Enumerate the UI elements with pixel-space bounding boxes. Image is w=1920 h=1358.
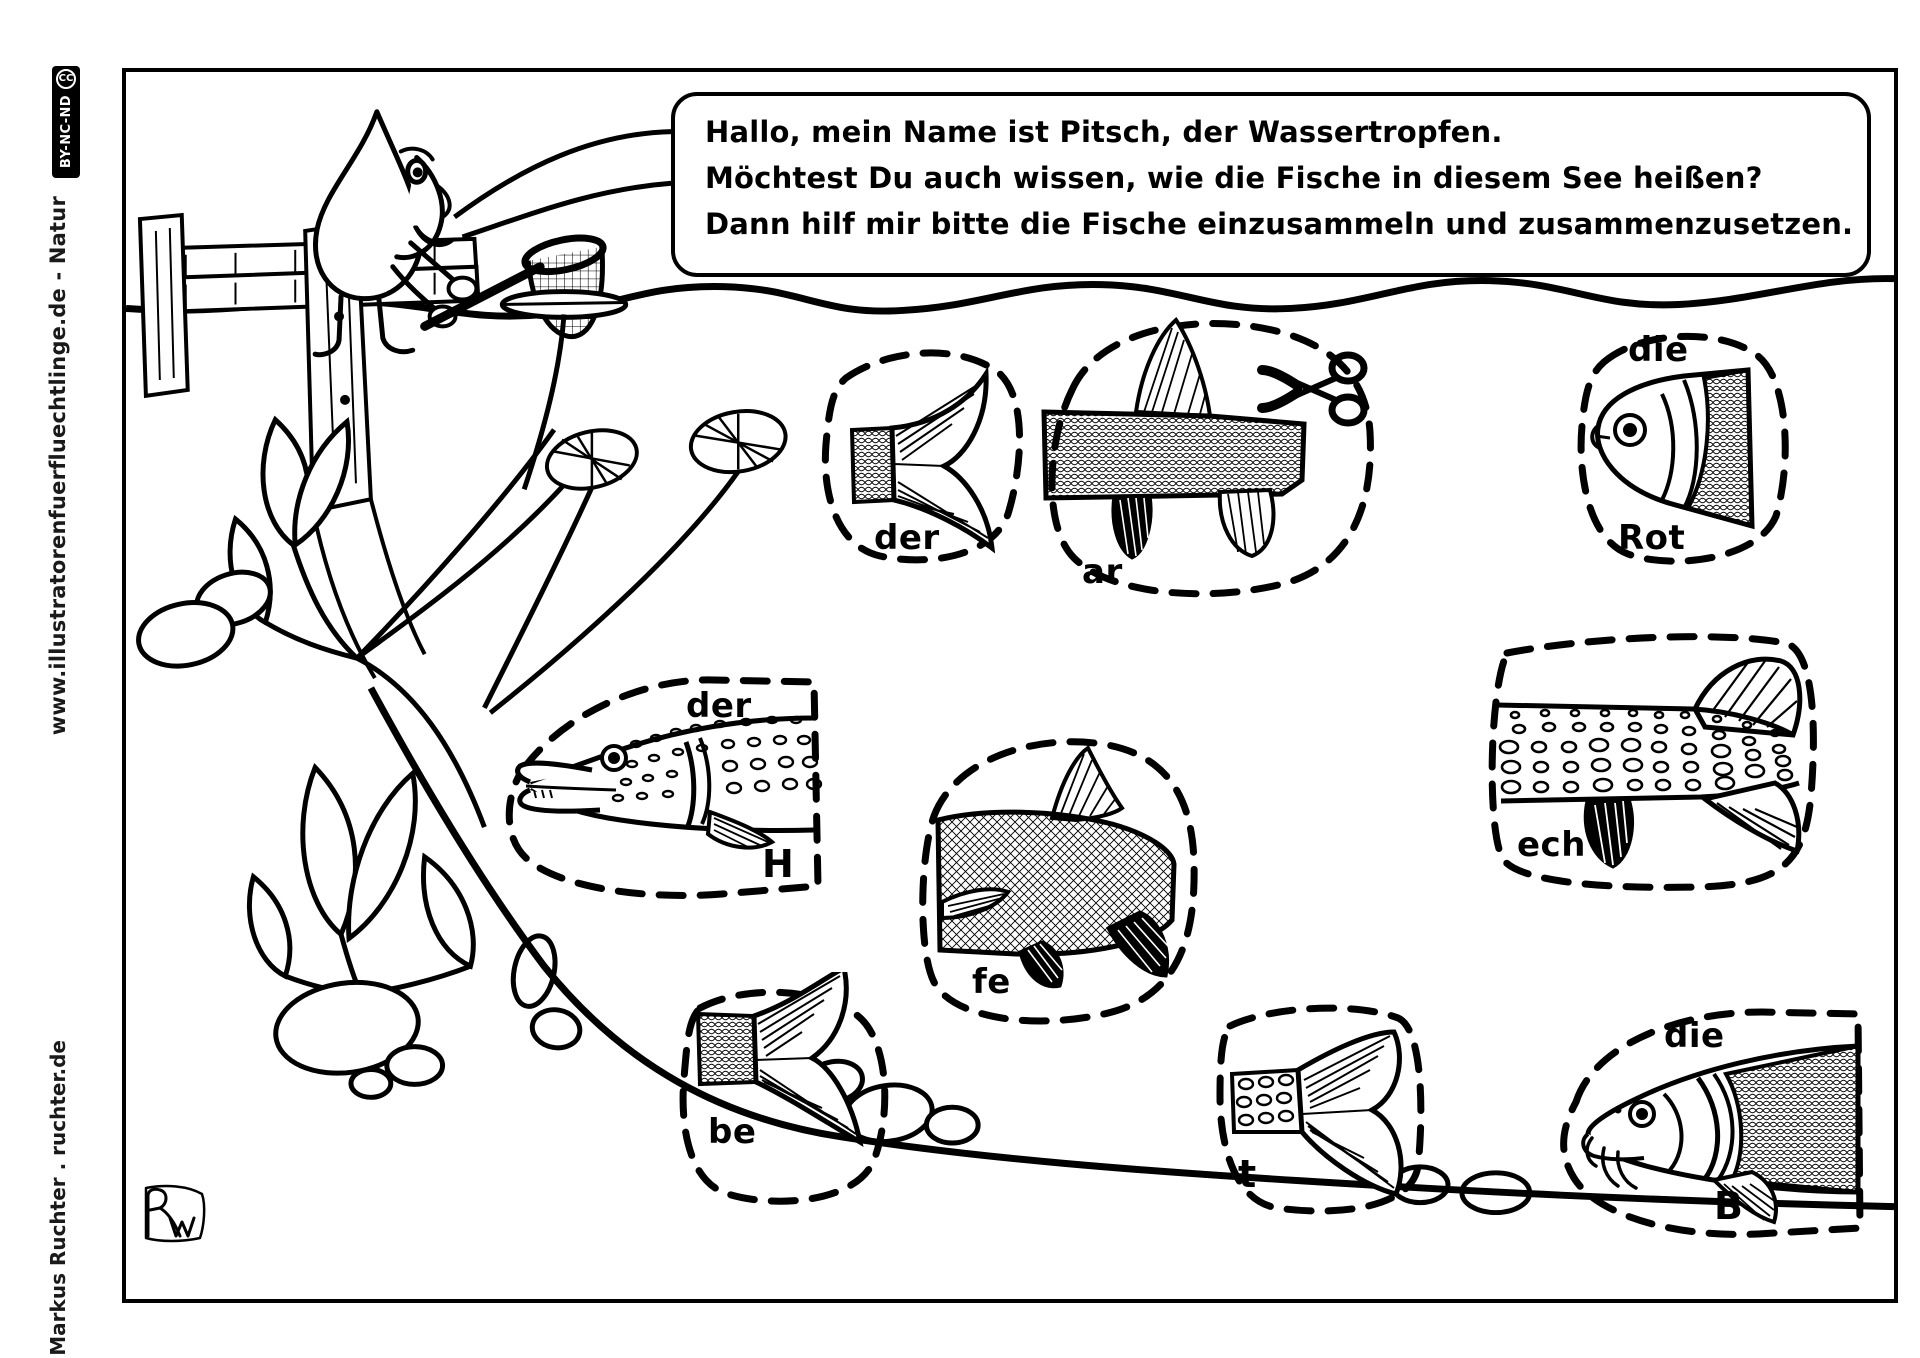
carp-head-drawing (1581, 1043, 1861, 1225)
piece-label-fe: fe (972, 962, 1011, 1002)
pike-body-drawing (1496, 656, 1803, 869)
puzzle-piece-body-ech[interactable]: ech (1481, 617, 1821, 907)
cut-outline (1216, 1004, 1425, 1215)
cut-outline (919, 738, 1198, 1025)
piece-label-t: t (1238, 1152, 1257, 1196)
piece-label-h: H (762, 842, 795, 886)
speech-line-1: Hallo, mein Name ist Pitsch, der Wassert… (705, 115, 1503, 149)
puzzle-piece-tail-t[interactable]: t (1206, 992, 1436, 1227)
fish-body-drawing (935, 745, 1177, 989)
puzzle-piece-body-fe[interactable]: fe (916, 732, 1206, 1032)
credit-strip: CC BY-NC-ND www.illustratorenfuerfluecht… (0, 0, 120, 1358)
cut-outline (505, 676, 822, 899)
cut-outline (1560, 1008, 1864, 1238)
cc-logo-icon: CC (56, 69, 76, 89)
worksheet-frame: Hallo, mein Name ist Pitsch, der Wassert… (122, 68, 1898, 1303)
puzzle-piece-head-die-rot[interactable]: die Rot (1566, 322, 1806, 577)
fish-body-drawing (1041, 316, 1307, 560)
cut-outline (821, 349, 1024, 564)
puzzle-piece-head-die-b[interactable]: die B (1546, 1002, 1876, 1252)
piece-label-die: die (1628, 330, 1689, 370)
speech-line-2: Möchtest Du auch wissen, wie die Fische … (705, 160, 1763, 195)
pike-head-drawing (515, 715, 823, 850)
fish-head-drawing (1590, 367, 1755, 530)
puzzle-piece-head-der-h[interactable]: der H (496, 672, 836, 922)
author-credit: Markus Ruchter . ruchter.de (46, 1040, 70, 1356)
speech-bubble: Hallo, mein Name ist Pitsch, der Wassert… (671, 92, 1871, 277)
piece-label-be: be (708, 1112, 757, 1152)
piece-label-rot: Rot (1618, 518, 1686, 558)
puzzle-piece-body-ar[interactable]: ar (1036, 312, 1386, 612)
puzzle-piece-tail-be[interactable]: be (666, 972, 901, 1212)
cut-outline (1488, 633, 1817, 891)
piece-label-der: der (874, 518, 940, 558)
artist-signature (144, 1184, 206, 1243)
piece-label-ar: ar (1082, 552, 1123, 592)
piece-label-die: die (1664, 1016, 1725, 1056)
cut-outline (1048, 320, 1374, 598)
fish-tail-drawing (695, 972, 864, 1147)
piece-label-ech: ech (1517, 825, 1586, 865)
speech-line-3: Dann hilf mir bitte die Fische einzusamm… (705, 206, 1854, 241)
piece-label-b: B (1714, 1184, 1744, 1228)
cut-outline (1577, 333, 1789, 565)
website-credit: www.illustratorenfuerfluechtlinge.de - N… (46, 196, 70, 736)
creative-commons-badge: CC BY-NC-ND (52, 66, 80, 178)
piece-label-der: der (686, 686, 752, 726)
license-terms-label: BY-NC-ND (58, 95, 74, 169)
scissors-icon (1257, 351, 1368, 427)
fish-tail-drawing (849, 366, 996, 554)
puzzle-piece-tail-der[interactable]: der (816, 332, 1031, 572)
pike-tail-drawing (1229, 1029, 1404, 1197)
